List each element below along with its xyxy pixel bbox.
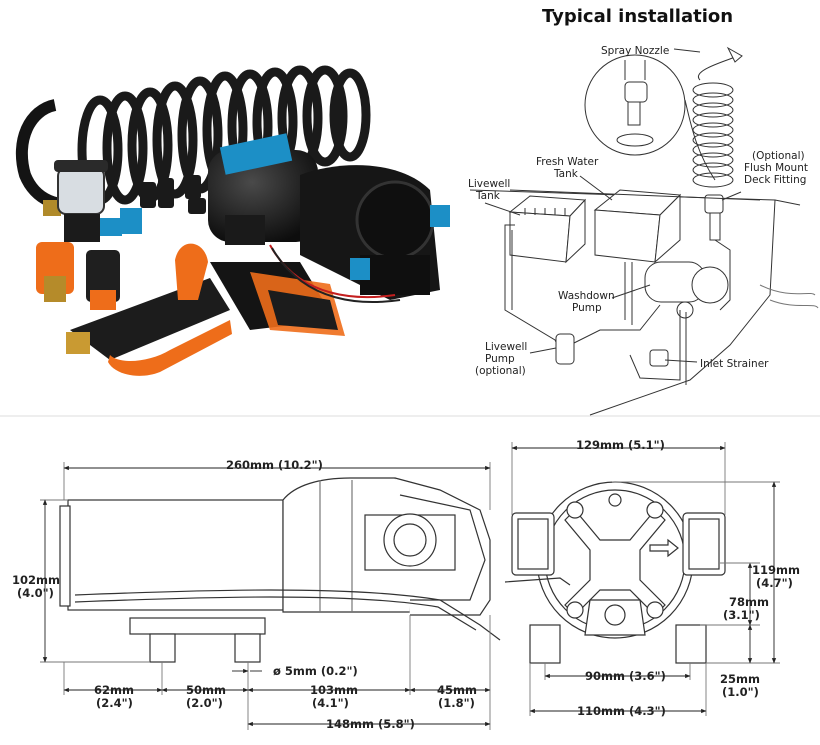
livewell-pump-drawing <box>555 333 575 365</box>
end-view-dimension-labels: 129mm (5.1") 119mm (4.7") 78mm (3.1") 25… <box>576 438 800 718</box>
dim-78-in: (3.1") <box>723 608 760 622</box>
dim-50-mm: 50mm <box>186 683 226 697</box>
hose-brass-fitting <box>43 200 61 216</box>
label-livewell-tank-1: Livewell <box>468 178 510 190</box>
side-view-dimensions <box>40 462 491 730</box>
label-livewell-pump-2: Pump <box>485 353 515 365</box>
label-flush-mount-1: (Optional) <box>752 150 805 162</box>
side-view-drawing <box>59 477 501 663</box>
product-kit-photo <box>15 65 450 376</box>
label-flush-mount-3: Deck Fitting <box>744 174 806 186</box>
livewell-tank <box>508 195 587 264</box>
installation-labels: Spray Nozzle (Optional) Flush Mount Deck… <box>468 45 808 377</box>
fresh-water-tank <box>593 189 682 264</box>
dim-width-129: 129mm (5.1") <box>576 438 665 452</box>
dim-62-in: (2.4") <box>96 696 133 710</box>
label-washdown-1: Washdown <box>558 290 615 302</box>
inlet-strainer-drawing <box>649 349 669 367</box>
washdown-pump-drawing <box>644 261 729 319</box>
coiled-hose <box>15 65 371 216</box>
dim-90: 90mm (3.6") <box>585 669 666 683</box>
dim-119-mm: 119mm <box>752 563 800 577</box>
dim-25-mm: 25mm <box>720 672 760 686</box>
dim-length-260: 260mm (10.2") <box>226 458 323 472</box>
dim-50-in: (2.0") <box>186 696 223 710</box>
inlet-strainer-part <box>54 160 122 242</box>
label-flush-mount-2: Flush Mount <box>744 162 808 174</box>
dim-119-in: (4.7") <box>756 576 793 590</box>
dim-110: 110mm (4.3") <box>577 704 666 718</box>
dim-25-in: (1.0") <box>722 685 759 699</box>
dim-hole: ø 5mm (0.2") <box>273 664 358 678</box>
fittings <box>120 175 206 234</box>
spray-gun <box>66 243 345 376</box>
dim-103-in: (4.1") <box>312 696 349 710</box>
label-livewell-tank-2: Tank <box>475 190 501 202</box>
dim-78-mm: 78mm <box>729 595 769 609</box>
dim-103-mm: 103mm <box>310 683 358 697</box>
end-view-dimensions <box>511 442 780 716</box>
installation-diagram <box>469 46 819 416</box>
label-spray-nozzle: Spray Nozzle <box>601 45 669 57</box>
installation-coiled-hose <box>692 46 743 188</box>
typical-installation-title: Typical installation <box>542 6 734 27</box>
label-inlet-strainer: Inlet Strainer <box>700 358 769 370</box>
label-livewell-pump-1: Livewell <box>485 341 527 353</box>
pump-photo <box>208 133 450 304</box>
dim-height-102-in: (4.0") <box>17 586 54 600</box>
end-view-drawing <box>504 481 726 664</box>
flush-mount-fitting <box>704 194 724 214</box>
dim-45-in: (1.8") <box>438 696 475 710</box>
orange-connector <box>36 242 120 310</box>
nozzle-detail-circle <box>584 54 686 156</box>
side-view-dimension-labels: 260mm (10.2") 102mm (4.0") ø 5mm (0.2") … <box>12 458 477 731</box>
dim-height-102-mm: 102mm <box>12 573 60 587</box>
dim-148: 148mm (5.8") <box>326 717 415 731</box>
label-fresh-water-1: Fresh Water <box>536 156 599 168</box>
dim-45-mm: 45mm <box>437 683 477 697</box>
dim-62-mm: 62mm <box>94 683 134 697</box>
label-fresh-water-2: Tank <box>553 168 579 180</box>
label-livewell-pump-3: (optional) <box>475 365 526 377</box>
label-washdown-2: Pump <box>572 302 602 314</box>
